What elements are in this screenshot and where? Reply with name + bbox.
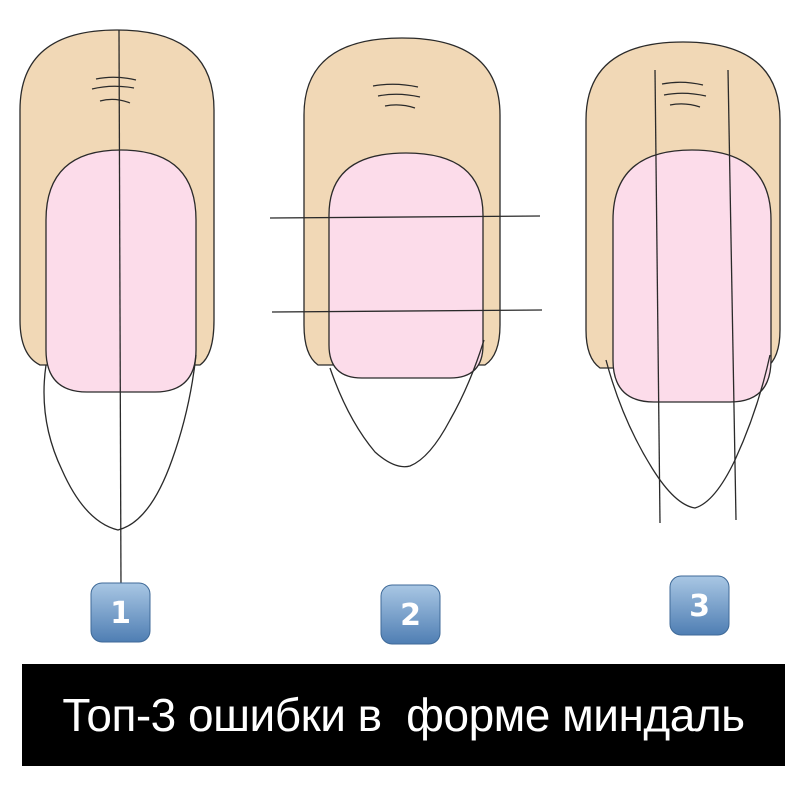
almond-tip-outline-1 <box>43 354 197 531</box>
nail-bed-1 <box>45 149 197 393</box>
badge-2: 2 <box>380 584 441 645</box>
badge-3: 3 <box>669 575 730 636</box>
nail-panel-2 <box>269 37 543 468</box>
badge-3-label: 3 <box>689 589 710 624</box>
almond-tip-outline-3 <box>605 354 771 509</box>
badge-1: 1 <box>90 582 151 643</box>
nail-bed-2 <box>328 152 484 379</box>
center-guide-line-1 <box>118 29 122 591</box>
cuticle-marks-2 <box>372 83 421 109</box>
horizontal-guide-line-2b <box>271 309 543 313</box>
caption-bar: Топ-3 ошибки в форме миндаль <box>22 664 785 766</box>
nail-bed-3 <box>612 149 772 403</box>
badge-1-label: 1 <box>110 596 131 631</box>
vertical-guide-line-3b <box>727 69 737 521</box>
almond-tip-outline-2 <box>329 339 485 468</box>
nail-panel-1 <box>19 29 215 591</box>
cuticle-marks-3 <box>661 81 707 108</box>
nail-panel-3 <box>585 41 781 524</box>
caption-text: Топ-3 ошибки в форме миндаль <box>62 689 745 741</box>
cuticle-marks-1 <box>91 76 137 104</box>
badge-2-label: 2 <box>400 598 421 633</box>
horizontal-guide-line-2a <box>269 215 541 219</box>
vertical-guide-line-3a <box>654 69 661 524</box>
